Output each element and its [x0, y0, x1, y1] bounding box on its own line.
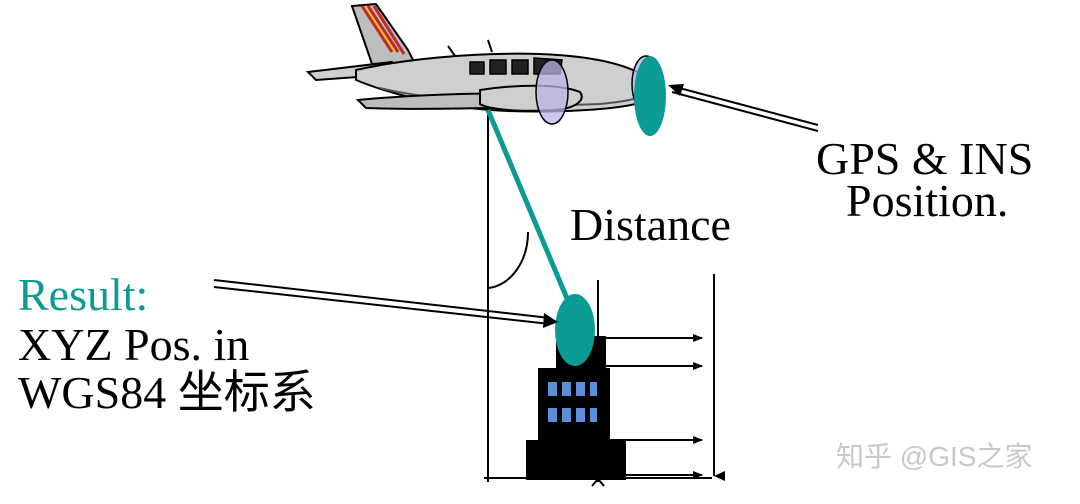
- airplane: [305, 2, 666, 136]
- gps-label-line1: GPS & INS: [816, 133, 1033, 184]
- xyz-label-line1: XYZ Pos. in: [18, 319, 249, 370]
- tail-stripes: [360, 5, 406, 55]
- gps-antenna-marker: [634, 56, 666, 136]
- angle-arc: [487, 231, 529, 289]
- watermark-text: 知乎 @GIS之家: [836, 441, 1032, 472]
- horizontal-arrows: [606, 334, 703, 479]
- building-windows: [548, 382, 599, 422]
- gps-label-line2: Position.: [846, 175, 1008, 226]
- propeller-left: [535, 59, 569, 125]
- distance-line: [485, 109, 579, 321]
- gps-pointer-arrow: [668, 84, 819, 132]
- xyz-label-line2: WGS84 坐标系: [18, 367, 316, 418]
- result-label: Result:: [18, 269, 148, 320]
- distance-label: Distance: [570, 199, 731, 250]
- target-position-marker: [555, 294, 595, 366]
- result-pointer-arrow: [213, 279, 558, 328]
